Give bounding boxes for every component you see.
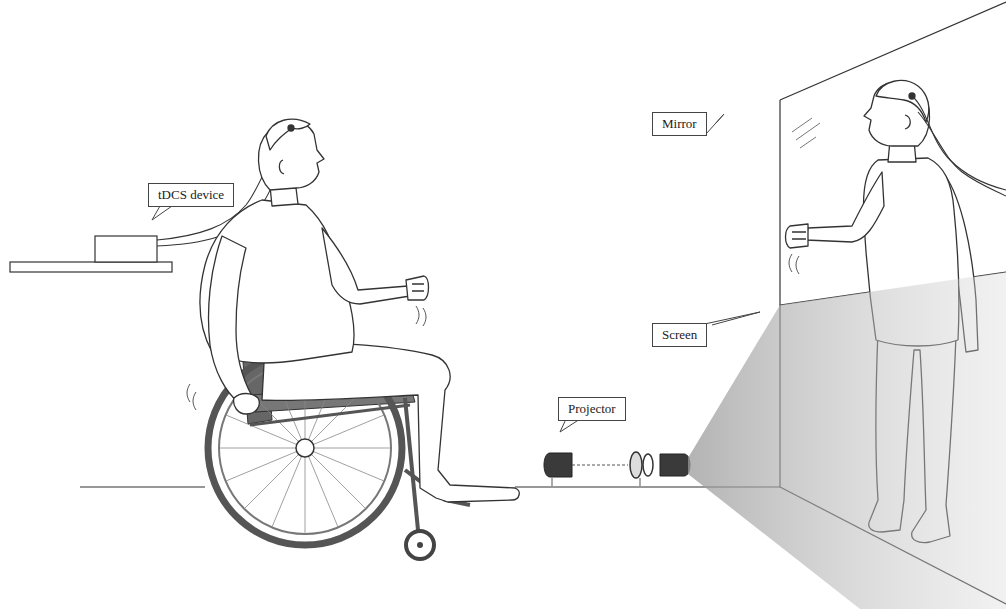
projector-beam <box>688 272 1006 609</box>
seated-patient <box>200 119 519 502</box>
electrode-wire <box>912 96 1006 196</box>
callout-box: Screen <box>652 323 707 347</box>
callout-box: Projector <box>558 397 626 421</box>
motion-lines <box>789 254 799 274</box>
callout-box: tDCS device <box>148 183 234 207</box>
projector <box>544 452 690 486</box>
callout-label: Projector <box>568 401 616 417</box>
mirror-glare <box>792 118 820 148</box>
callout-tail <box>152 114 760 432</box>
callout-label: Mirror <box>662 116 697 132</box>
motion-lines <box>187 306 426 410</box>
tdcs-device <box>10 236 172 272</box>
callout-box: Mirror <box>652 112 707 136</box>
callout-label: tDCS device <box>158 187 224 203</box>
callout-label: Screen <box>662 327 697 343</box>
